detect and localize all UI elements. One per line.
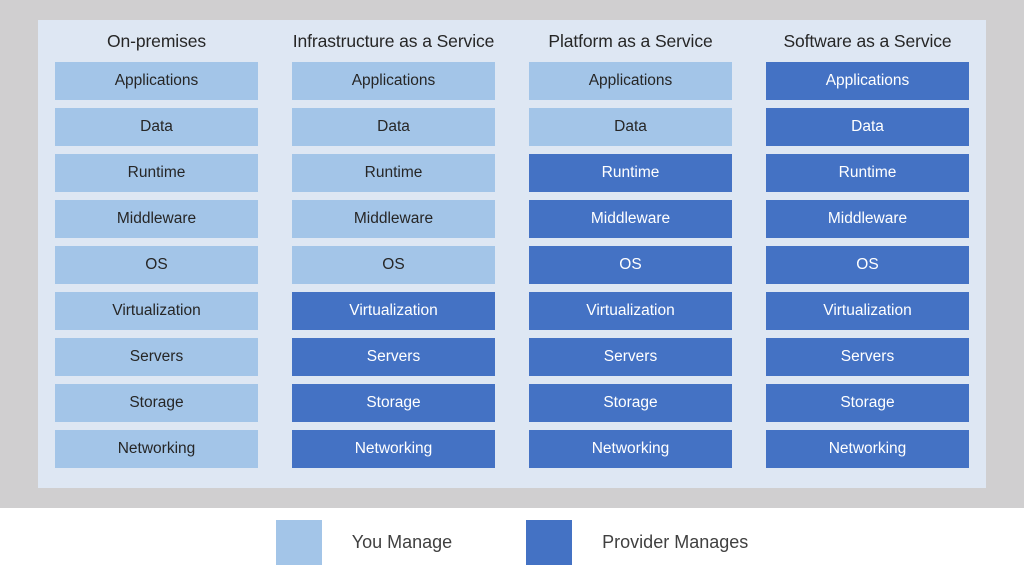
legend-label-you: You Manage — [351, 531, 453, 552]
layer-cell-os: OS — [529, 245, 732, 284]
layer-cell-virtualization: Virtualization — [292, 291, 495, 330]
layer-cell-os: OS — [766, 245, 969, 284]
layer-cell-data: Data — [292, 107, 495, 146]
layer-cell-data: Data — [55, 107, 258, 146]
layer-cell-middleware: Middleware — [529, 199, 732, 238]
layer-cell-middleware: Middleware — [766, 199, 969, 238]
column-title: Infrastructure as a Service — [292, 31, 495, 51]
column-title: Software as a Service — [783, 31, 952, 51]
layer-cell-networking: Networking — [766, 429, 969, 468]
layer-cell-storage: Storage — [529, 383, 732, 422]
layer-cell-os: OS — [55, 245, 258, 284]
layer-cell-servers: Servers — [766, 337, 969, 376]
layer-cell-virtualization: Virtualization — [766, 291, 969, 330]
layer-cell-runtime: Runtime — [55, 153, 258, 192]
layer-cell-applications: Applications — [292, 61, 495, 100]
legend-item-provider: Provider Manages — [526, 519, 749, 565]
legend-label-provider: Provider Manages — [602, 531, 749, 552]
layer-cell-storage: Storage — [766, 383, 969, 422]
layer-cell-runtime: Runtime — [529, 153, 732, 192]
layer-cell-applications: Applications — [766, 61, 969, 100]
layer-cell-applications: Applications — [55, 61, 258, 100]
layer-cell-storage: Storage — [292, 383, 495, 422]
layer-cell-networking: Networking — [55, 429, 258, 468]
column-title: On-premises — [106, 31, 207, 51]
layer-cell-middleware: Middleware — [292, 199, 495, 238]
column-title: Platform as a Service — [548, 31, 713, 51]
legend: You Manage Provider Manages — [0, 508, 1024, 576]
layer-cell-virtualization: Virtualization — [55, 291, 258, 330]
legend-item-you: You Manage — [275, 519, 453, 565]
layer-cell-data: Data — [529, 107, 732, 146]
layer-cell-os: OS — [292, 245, 495, 284]
layer-cell-servers: Servers — [529, 337, 732, 376]
layer-cell-networking: Networking — [529, 429, 732, 468]
layer-cell-servers: Servers — [292, 337, 495, 376]
legend-swatch-provider — [526, 519, 573, 565]
layer-cell-servers: Servers — [55, 337, 258, 376]
layer-cell-storage: Storage — [55, 383, 258, 422]
layer-cell-virtualization: Virtualization — [529, 291, 732, 330]
legend-swatch-you — [275, 519, 322, 565]
layer-cell-middleware: Middleware — [55, 199, 258, 238]
layer-cell-networking: Networking — [292, 429, 495, 468]
layer-cell-runtime: Runtime — [292, 153, 495, 192]
layer-cell-applications: Applications — [529, 61, 732, 100]
layer-cell-runtime: Runtime — [766, 153, 969, 192]
layer-cell-data: Data — [766, 107, 969, 146]
